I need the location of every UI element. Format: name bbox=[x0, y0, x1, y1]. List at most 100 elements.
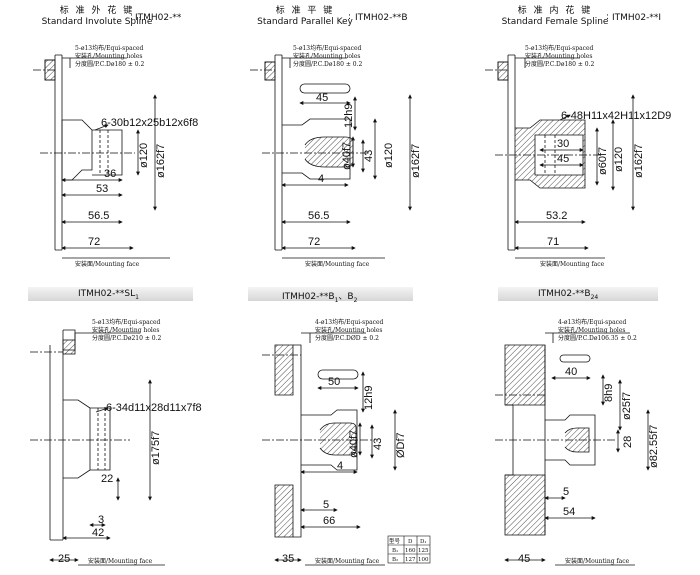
mounting-face-label: 安装面/Mounting face bbox=[540, 260, 605, 268]
drawing-sl1 bbox=[30, 329, 165, 566]
dim-label: 45 bbox=[557, 153, 569, 165]
table-cell: B₁ bbox=[392, 548, 398, 554]
dim-label: 56.5 bbox=[88, 210, 109, 222]
title-sl1: ITMH02-**SL1 bbox=[78, 289, 139, 301]
title-cn: 标 准 外 花 键 bbox=[59, 6, 135, 16]
spec-table: 型号 D D₁ B₁ 160 125 B₂ 127 100 bbox=[387, 535, 431, 564]
dim-label: 66 bbox=[323, 515, 335, 527]
dim-label: 12h9 bbox=[343, 104, 355, 128]
drawing-involute-spline bbox=[33, 54, 170, 259]
drawing-parallel-key bbox=[250, 54, 412, 259]
mounting-face-label: 安装面/Mounting face bbox=[305, 260, 370, 268]
dim-label: ø120 bbox=[383, 143, 395, 168]
key-top-view bbox=[559, 354, 591, 363]
mounting-hole-section bbox=[62, 339, 76, 355]
title-cn: 标 准 内 花 键 bbox=[517, 6, 593, 16]
dim-label: 4 bbox=[337, 460, 343, 472]
dim-label: 72 bbox=[88, 236, 100, 248]
dim-label: 8h9 bbox=[603, 384, 615, 402]
dim-label: 40 bbox=[565, 366, 577, 378]
dim-label: ø162f7 bbox=[410, 144, 422, 178]
table-header: 型号 bbox=[389, 537, 401, 545]
header-standard-involute-spline: 标 准 外 花 键 Standard Involute Spline bbox=[22, 6, 172, 28]
title-en: Standard Involute Spline bbox=[41, 17, 153, 27]
dim-label: 5 bbox=[323, 499, 329, 511]
dim-label: ø162f7 bbox=[633, 144, 645, 178]
header-standard-female-spline: 标 准 内 花 键 Standard Female Spline bbox=[496, 6, 614, 28]
dim-label: 72 bbox=[308, 236, 320, 248]
title-b24: ITMH02-**B24 bbox=[538, 289, 598, 301]
note-mounting-holes: 安装孔/Mounting holes bbox=[92, 326, 159, 334]
colon-separator: : bbox=[606, 12, 610, 22]
table-header: D bbox=[408, 539, 413, 545]
dim-label: ø40f7 bbox=[341, 142, 353, 170]
drawing-b24 bbox=[495, 332, 650, 566]
note-pcd: 分度圆/P.C.Dø180 ± 0.2 bbox=[293, 60, 362, 68]
title-bar-b1-b2 bbox=[248, 287, 413, 301]
note-equi-spaced: 5-ø13均布/Equi-spaced bbox=[92, 318, 161, 326]
note-mounting-holes: 安装孔/Mounting holes bbox=[525, 52, 592, 60]
note-mounting-holes: 安装孔/Mounting holes bbox=[75, 52, 142, 60]
note-equi-spaced: 5-ø13均布/Equi-spaced bbox=[525, 44, 594, 52]
dim-label: 5 bbox=[563, 486, 569, 498]
note-mounting-holes: 安装孔/Mounting holes bbox=[558, 326, 625, 334]
key-top-view bbox=[317, 369, 359, 380]
drawing-b1-b2 bbox=[262, 332, 397, 566]
dim-label: ø162f7 bbox=[155, 144, 167, 178]
dim-label: ø40f7 bbox=[348, 430, 360, 458]
spline-spec: 6-30b12x25b12x6f8 bbox=[101, 117, 198, 129]
note-equi-spaced: 5-ø13均布/Equi-spaced bbox=[293, 44, 362, 52]
note-pcd: 分度圆/P.C.Dø210 ± 0.2 bbox=[92, 334, 161, 342]
title-text: 、B bbox=[338, 292, 354, 302]
dim-label: 30 bbox=[557, 138, 569, 150]
mounting-face-label: 安装面/Mounting face bbox=[565, 557, 630, 565]
note-pcd: 分度圆/P.C.Dø180 ± 0.2 bbox=[75, 60, 144, 68]
note-pcd: 分度圆/P.C.Dø180 ± 0.2 bbox=[525, 60, 594, 68]
title-cn: 标 准 平 键 bbox=[275, 6, 335, 16]
note-pcd: 分度圆/P.C.Dø106.35 ± 0.2 bbox=[558, 334, 637, 342]
table-cell: 160 bbox=[405, 548, 416, 554]
title-subscript: 1 bbox=[135, 293, 139, 301]
dim-label: 3 bbox=[98, 514, 104, 526]
dim-label: ø120 bbox=[138, 143, 150, 168]
title-en: Standard Female Spline bbox=[501, 17, 609, 27]
note-equi-spaced: 5-ø13均布/Equi-spaced bbox=[75, 44, 144, 52]
title-text: ITMH02-**B bbox=[538, 289, 591, 299]
dim-label: 71 bbox=[547, 236, 559, 248]
dim-label: 36 bbox=[104, 168, 116, 180]
dim-label: 54 bbox=[563, 506, 575, 518]
table-header: D₁ bbox=[420, 539, 427, 545]
title-text: ITMH02-**B bbox=[282, 292, 335, 302]
note-equi-spaced: 4-ø13均布/Equi-spaced bbox=[315, 318, 384, 326]
dim-label: 56.5 bbox=[308, 210, 329, 222]
note-pcd: 分度圆/P.C.DØD ± 0.2 bbox=[315, 334, 379, 342]
dim-label: 50 bbox=[328, 376, 340, 388]
table-cell: 100 bbox=[418, 557, 429, 563]
title-bar-sl1 bbox=[28, 287, 193, 301]
dim-label: 53.2 bbox=[546, 210, 567, 222]
dim-label: 35 bbox=[282, 553, 294, 565]
dim-label: 45 bbox=[518, 553, 530, 565]
dim-label: ø82.55f7 bbox=[648, 425, 660, 468]
title-subscript: 24 bbox=[590, 293, 599, 301]
dim-label: 4 bbox=[318, 173, 324, 185]
colon-separator: : bbox=[348, 12, 352, 22]
dim-label: ØDf7 bbox=[395, 432, 407, 458]
spline-spec: 6-48H11x42H11x12D9 bbox=[561, 110, 671, 122]
dim-label: ø120 bbox=[613, 147, 625, 172]
dim-label: 45 bbox=[316, 92, 328, 104]
drawing-female-spline bbox=[485, 54, 635, 259]
dim-label: ø25f7 bbox=[621, 392, 633, 420]
dim-label: ø60f7 bbox=[597, 147, 609, 175]
note-mounting-holes: 安装孔/Mounting holes bbox=[315, 326, 382, 334]
mounting-hole-section bbox=[264, 61, 276, 81]
title-text: ITMH02-**SL bbox=[78, 289, 136, 299]
dim-label: 28 bbox=[622, 436, 634, 448]
colon-separator: : bbox=[130, 12, 134, 22]
dim-label: 43 bbox=[372, 438, 384, 450]
model-label: ITMH02-**B bbox=[355, 13, 408, 23]
header-standard-parallel-key: 标 准 平 键 Standard Parallel Key bbox=[240, 6, 370, 28]
dim-label: 43 bbox=[363, 150, 375, 162]
key-top-view bbox=[299, 83, 351, 94]
